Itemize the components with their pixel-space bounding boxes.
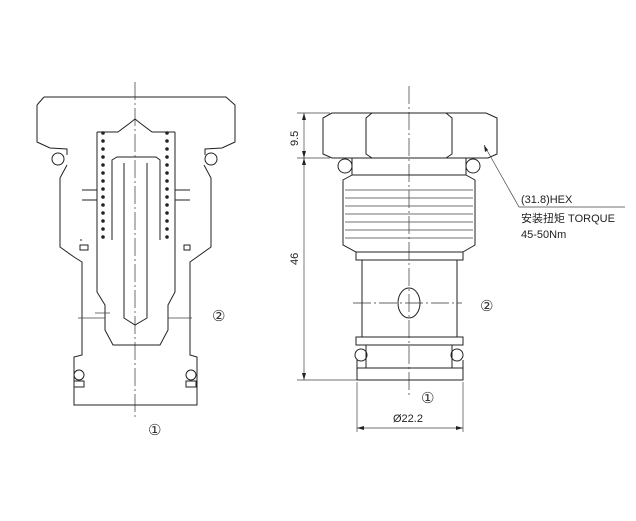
o-ring [354, 348, 368, 362]
torque-value: 45-50Nm [521, 229, 566, 241]
sleeve [96, 245, 176, 346]
bottom-seal [356, 345, 464, 381]
inner-details [79, 189, 191, 251]
backup-ring [73, 380, 85, 388]
hex-flats [322, 112, 453, 159]
torque-label: 安装扭矩 TORQUE [521, 211, 615, 225]
spring-coils [101, 131, 169, 239]
port-1-label: ① [421, 389, 434, 407]
port-1-label: ① [148, 421, 161, 439]
hex-height-dimension: 9.5 [289, 131, 301, 146]
length-dimension: 46 [289, 253, 301, 265]
spring-housing [96, 118, 176, 245]
leader-arrow [484, 145, 488, 152]
hex-size-label: (31.8)HEX [521, 194, 573, 206]
poppet [111, 156, 161, 240]
cap-outline [36, 96, 236, 155]
hex-leader-line [483, 144, 625, 208]
neck [355, 260, 464, 346]
body-outline [59, 164, 212, 406]
o-ring [185, 369, 197, 381]
port-2-label: ② [480, 297, 493, 315]
thread-section [342, 158, 476, 261]
o-ring [337, 158, 353, 174]
diameter-dimension: Ø22.2 [393, 413, 423, 425]
thread-lines [345, 189, 473, 239]
exterior-view: 9.5 46 Ø22.2 (31.8)HEX 安装扭矩 TORQUE 45-50… [289, 86, 625, 432]
o-ring [450, 348, 464, 362]
o-ring [73, 369, 85, 381]
o-ring [465, 158, 481, 174]
o-ring [51, 152, 65, 166]
cross-port-lines [78, 312, 192, 319]
o-ring [204, 152, 218, 166]
dimensions: 9.5 46 Ø22.2 [289, 112, 464, 432]
port-2-label: ② [212, 307, 225, 325]
section-view: ① ② [36, 82, 236, 439]
backup-ring [185, 380, 197, 388]
stem [123, 163, 148, 326]
hex-nut [322, 112, 498, 159]
